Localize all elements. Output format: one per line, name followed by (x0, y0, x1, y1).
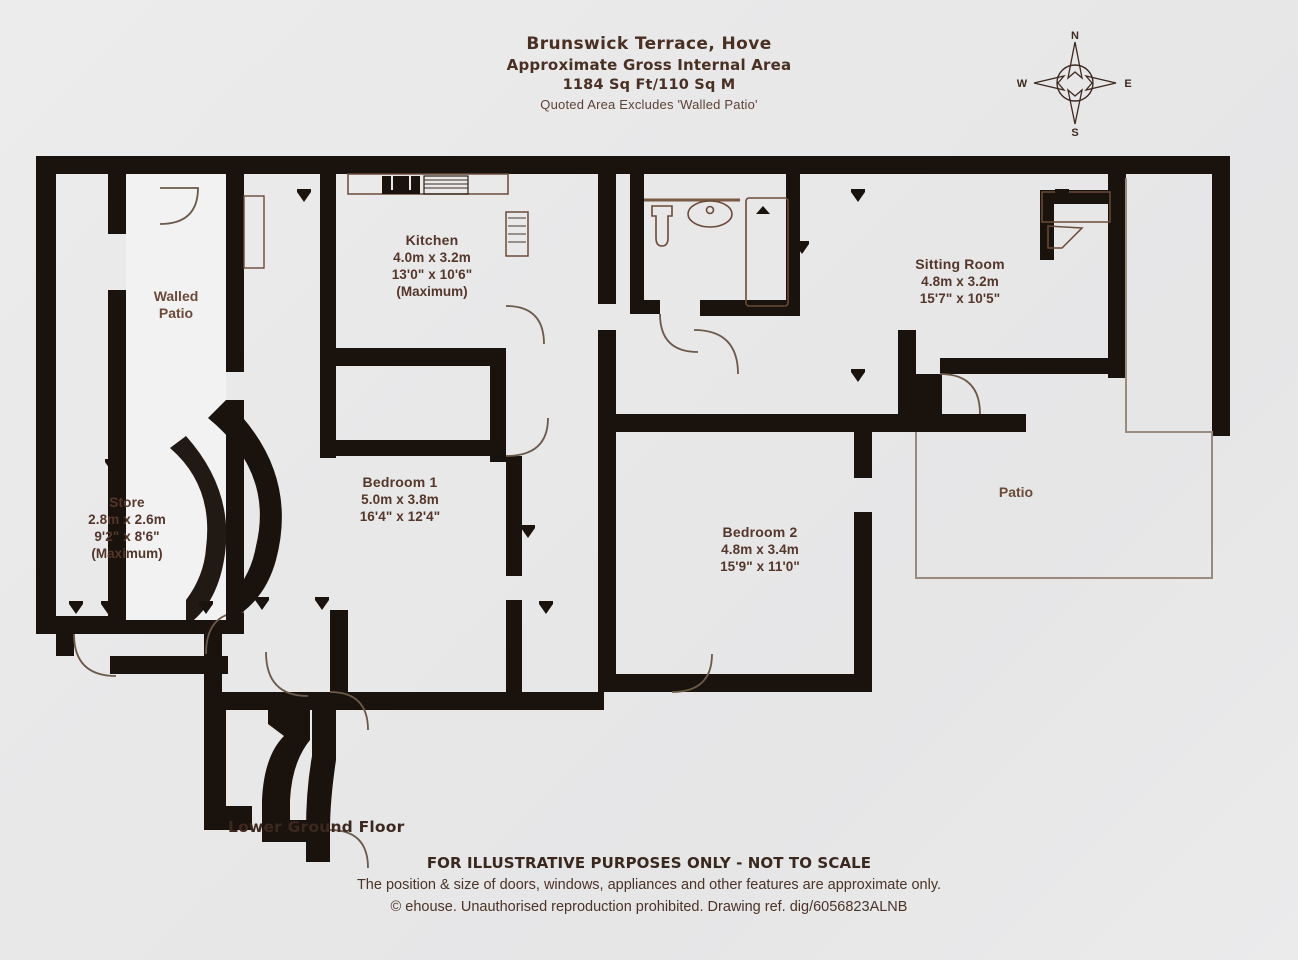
sitting-room-recess (1041, 191, 1111, 249)
curved-wall (170, 400, 282, 626)
kitchen-fittings (243, 173, 529, 269)
footer-line-3: © ehouse. Unauthorised reproduction proh… (390, 899, 908, 915)
compass-east-label: E (1124, 78, 1131, 90)
exterior-walls (36, 156, 1230, 710)
compass-rose-icon: N S E W (1017, 30, 1132, 138)
floor-title: Lower Ground Floor (228, 818, 405, 836)
entrance-stair-structure (204, 692, 336, 862)
compass-west-label: W (1017, 78, 1028, 90)
bathroom-fittings (644, 197, 789, 307)
footer-line-2: The position & size of doors, windows, a… (356, 877, 942, 893)
compass-south-label: S (1071, 127, 1078, 138)
door-swings (73, 187, 981, 869)
footer-line-1: FOR ILLUSTRATIVE PURPOSES ONLY - NOT TO … (426, 854, 872, 872)
footer-disclaimer: FOR ILLUSTRATIVE PURPOSES ONLY - NOT TO … (0, 852, 1298, 918)
patio-outline (915, 178, 1213, 579)
compass-north-label: N (1071, 30, 1079, 42)
